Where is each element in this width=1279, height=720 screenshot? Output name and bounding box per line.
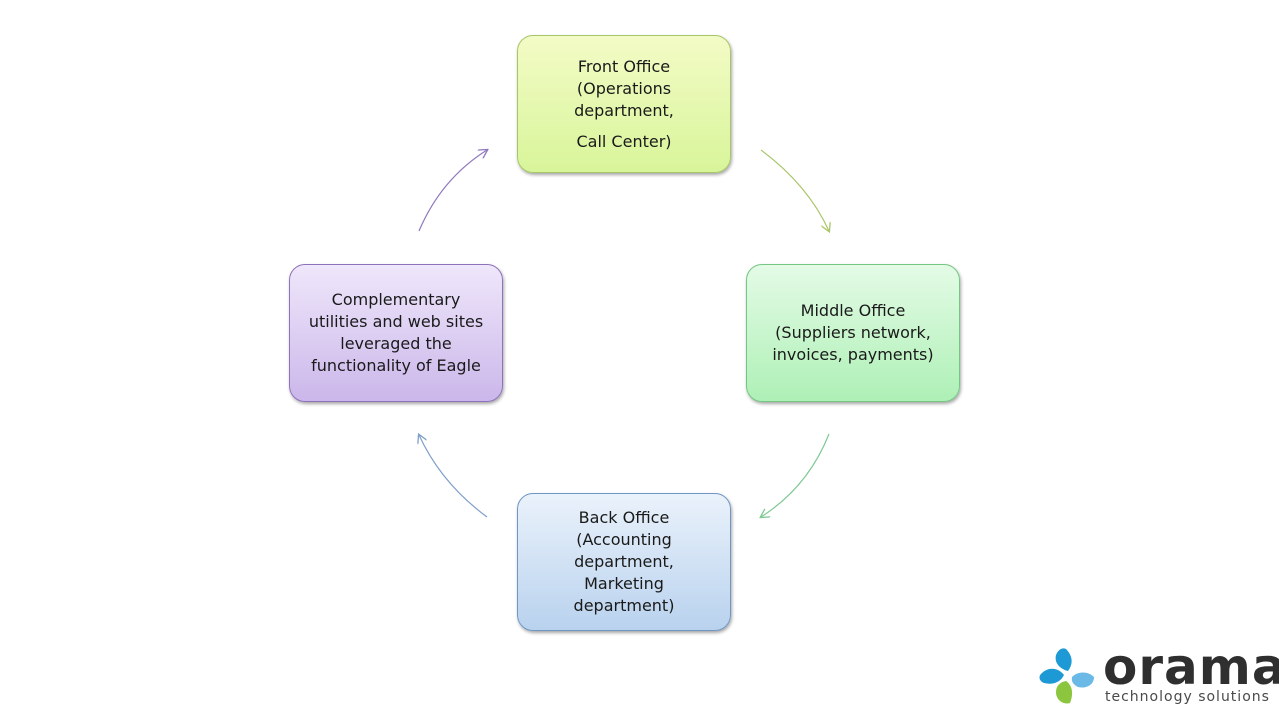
complementary-node: Complementary utilities and web sites le…	[289, 264, 503, 402]
arrow-front-to-middle	[760, 149, 829, 231]
back-office-node: Back Office (Accounting department, Mark…	[517, 493, 731, 631]
middle-office-line-1: Middle Office	[800, 301, 906, 320]
back-office-line-5: department)	[573, 596, 675, 615]
middle-office-line-2: (Suppliers network,	[775, 323, 931, 342]
front-office-line-1: Front Office	[577, 56, 671, 76]
arrow-complementary-to-front	[418, 150, 487, 232]
orama-logo-icon	[1039, 648, 1094, 704]
back-office-line-3: department,	[574, 552, 674, 571]
front-office-line-3: department,	[574, 100, 674, 120]
middle-office-line-3: invoices, payments)	[772, 345, 934, 364]
back-office-line-1: Back Office	[578, 508, 670, 527]
front-office-line-4: Call Center)	[576, 131, 672, 151]
logo-tagline: technology solutions	[1105, 689, 1270, 705]
complementary-line-4: functionality of Eagle	[311, 356, 481, 375]
complementary-line-3: leveraged the	[340, 334, 452, 353]
front-office-node: Front Office (Operations department, Cal…	[517, 35, 731, 173]
complementary-line-1: Complementary	[331, 290, 461, 309]
arrow-middle-to-back	[761, 433, 830, 517]
orama-logo: orama technology solutions	[1036, 638, 1279, 711]
front-office-line-2: (Operations	[576, 78, 672, 98]
complementary-line-2: utilities and web sites	[308, 312, 484, 331]
middle-office-node: Middle Office (Suppliers network, invoic…	[746, 264, 960, 402]
arrow-back-to-complementary	[419, 435, 488, 518]
logo-wordmark: orama	[1103, 638, 1279, 696]
back-office-line-2: (Accounting	[576, 530, 672, 549]
back-office-line-4: Marketing	[584, 574, 664, 593]
